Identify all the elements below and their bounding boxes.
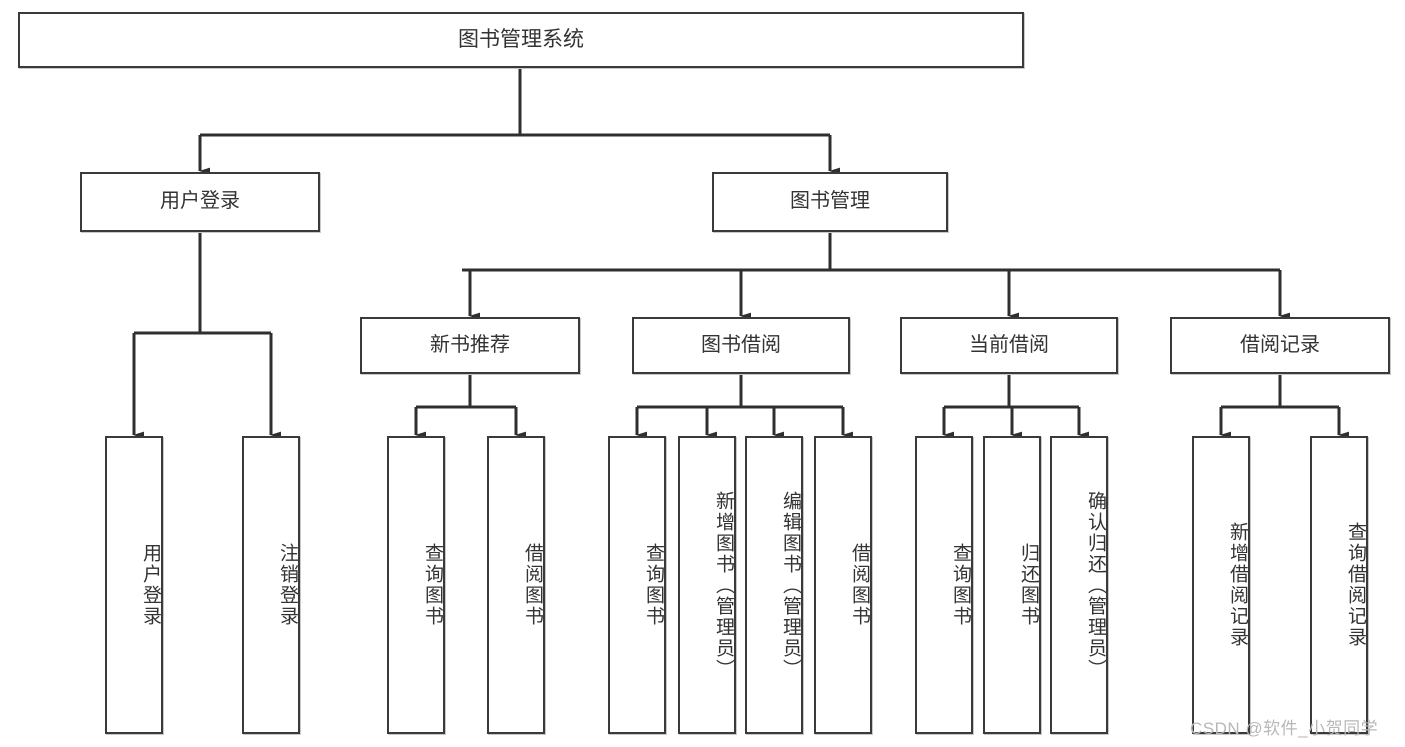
watermark-label: CSDN @软件_小贺同学 (1190, 719, 1379, 738)
node-leaf-query-book-1[interactable]: 查询图书 (387, 436, 445, 734)
node-label: 确认归还（管理员） (1085, 490, 1106, 680)
node-label: 图书管理 (790, 190, 870, 213)
node-leaf-user-logout[interactable]: 注销登录 (242, 436, 300, 734)
node-user-login[interactable]: 用户登录 (80, 172, 320, 232)
node-label: 归还图书 (1018, 543, 1039, 627)
node-label: 借阅图书 (849, 543, 870, 627)
node-label: 当前借阅 (969, 333, 1049, 356)
node-leaf-borrow-book-1[interactable]: 借阅图书 (487, 436, 545, 734)
node-book-manage[interactable]: 图书管理 (712, 172, 948, 232)
node-label: 用户登录 (160, 190, 240, 213)
node-current-borrow[interactable]: 当前借阅 (900, 317, 1118, 374)
node-leaf-query-book-3[interactable]: 查询图书 (915, 436, 973, 734)
node-leaf-edit-book[interactable]: 编辑图书（管理员） (745, 436, 803, 734)
node-label: 用户登录 (140, 543, 161, 627)
node-label: 查询图书 (950, 543, 971, 627)
node-borrow-record[interactable]: 借阅记录 (1170, 317, 1390, 374)
node-leaf-confirm-return[interactable]: 确认归还（管理员） (1050, 436, 1108, 734)
node-leaf-add-record[interactable]: 新增借阅记录 (1192, 436, 1250, 734)
node-label: 查询图书 (422, 543, 443, 627)
node-label: 借阅图书 (522, 543, 543, 627)
node-label: 借阅记录 (1240, 333, 1320, 356)
node-label: 查询借阅记录 (1345, 522, 1366, 648)
node-new-book-rec[interactable]: 新书推荐 (360, 317, 580, 374)
node-label: 新书推荐 (430, 333, 510, 356)
node-leaf-borrow-book-2[interactable]: 借阅图书 (814, 436, 872, 734)
node-root[interactable]: 图书管理系统 (18, 12, 1024, 68)
node-book-borrow[interactable]: 图书借阅 (632, 317, 850, 374)
node-leaf-query-record[interactable]: 查询借阅记录 (1310, 436, 1368, 734)
node-leaf-add-book[interactable]: 新增图书（管理员） (678, 436, 736, 734)
node-label: 图书管理系统 (458, 27, 584, 51)
node-label: 编辑图书（管理员） (780, 490, 801, 680)
node-leaf-query-book-2[interactable]: 查询图书 (608, 436, 666, 734)
node-leaf-return-book[interactable]: 归还图书 (983, 436, 1041, 734)
node-label: 查询图书 (643, 543, 664, 627)
node-label: 新增借阅记录 (1227, 522, 1248, 648)
node-label: 注销登录 (277, 543, 298, 627)
node-label: 图书借阅 (701, 333, 781, 356)
node-label: 新增图书（管理员） (713, 490, 734, 680)
node-leaf-user-login[interactable]: 用户登录 (105, 436, 163, 734)
